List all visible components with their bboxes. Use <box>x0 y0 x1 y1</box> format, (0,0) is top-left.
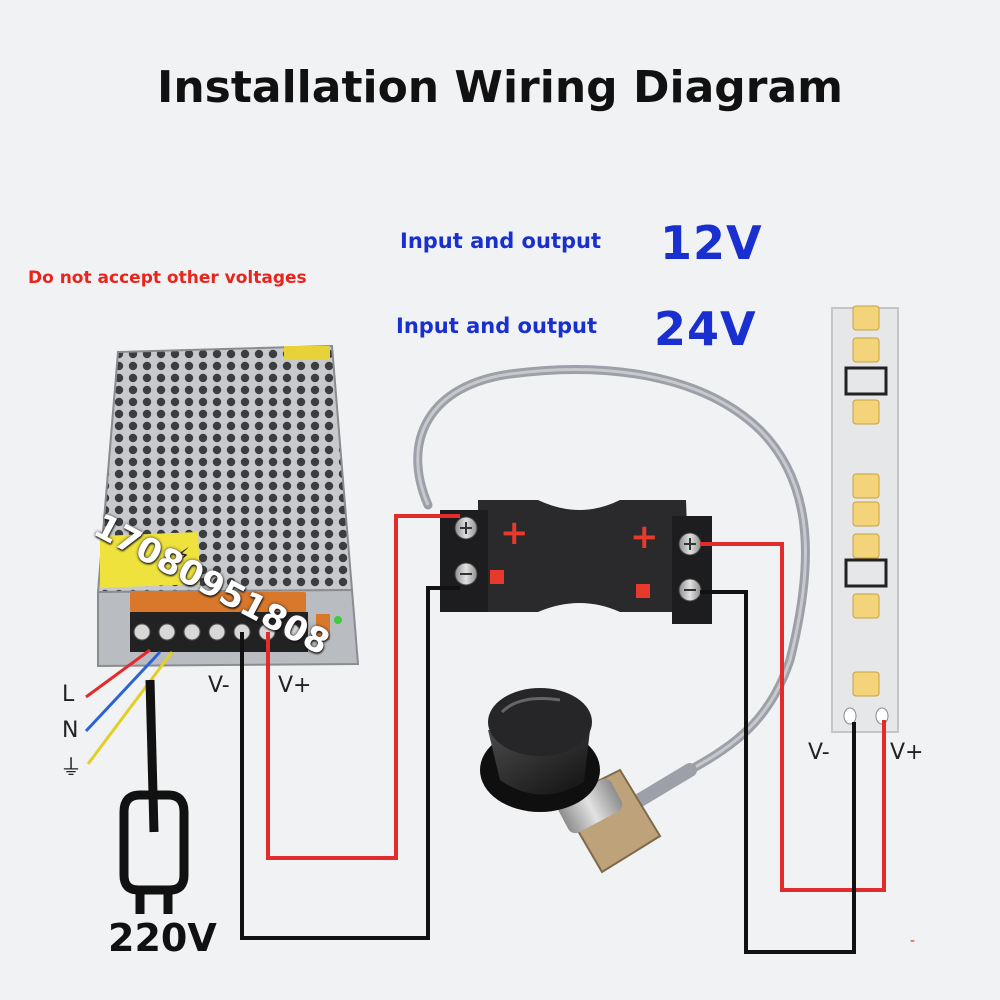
psu-terminal-screw <box>208 623 226 641</box>
neutral-wire <box>84 650 162 733</box>
psu-power-led-icon <box>334 616 342 624</box>
psu-v-minus-label: V- <box>208 673 230 698</box>
neutral-label: N <box>62 718 79 743</box>
psu-terminal-screws <box>133 623 301 641</box>
output-plus-sign: + <box>630 517 659 557</box>
mains-plug-icon <box>119 790 189 914</box>
negative-wires <box>240 586 856 954</box>
potentiometer-cable-highlight <box>416 368 807 772</box>
psu-v-plus-label: V+ <box>278 673 312 698</box>
led-chip <box>852 337 880 363</box>
mains-cable <box>145 679 159 833</box>
psu-terminal-screw <box>133 623 151 641</box>
potentiometer-shaft <box>557 778 623 834</box>
led-chip <box>852 533 880 559</box>
plug-voltage-label: 220V <box>108 916 217 960</box>
voltage-warning: Do not accept other voltages <box>28 268 307 288</box>
controller-output-terminals <box>672 516 712 624</box>
led-pad-minus <box>843 707 857 725</box>
controller-to-led-positive <box>700 542 886 892</box>
ground-icon: ⏚ <box>60 756 83 781</box>
led-chip <box>852 671 880 697</box>
led-chip <box>852 593 880 619</box>
psu-adjust-pot <box>316 614 330 640</box>
potentiometer-knob <box>480 688 697 874</box>
led-v-plus-label: V+ <box>890 740 924 765</box>
dimmer-controller: + + <box>440 500 712 624</box>
psu-sticker <box>284 346 330 360</box>
led-v-minus-label: V- <box>808 740 830 765</box>
power-supply-unit: ⚡ <box>96 344 360 668</box>
led-chips <box>852 305 880 697</box>
psu-terminal-screw <box>283 623 301 641</box>
psu-terminal-cover <box>130 592 306 612</box>
output-minus-sign <box>636 584 650 598</box>
resistor-2 <box>844 558 888 588</box>
corner-mark: - <box>910 933 916 949</box>
mains-wires <box>84 648 174 833</box>
ground-wire <box>86 651 174 765</box>
led-chip <box>852 501 880 527</box>
psu-to-controller-negative <box>240 586 460 940</box>
voltage-12v: 12V <box>660 216 763 270</box>
page-title: Installation Wiring Diagram <box>156 62 844 113</box>
resistor-1 <box>844 366 888 396</box>
led-chip <box>852 305 880 331</box>
live-label: L <box>62 682 75 707</box>
voltage-24v: 24V <box>654 302 757 356</box>
led-chip <box>852 399 880 425</box>
psu-to-controller-positive <box>266 514 460 860</box>
io-label-12v: Input and output <box>400 229 601 253</box>
live-wire <box>85 648 151 699</box>
io-label-24v: Input and output <box>396 314 597 338</box>
warning-bolt-icon: ⚡ <box>176 543 190 567</box>
psu-terminal-screw <box>183 623 201 641</box>
led-chip <box>852 473 880 499</box>
psu-label-plate <box>100 532 200 588</box>
controller-to-led-negative <box>700 590 856 954</box>
led-strip <box>831 305 899 733</box>
input-plus-sign: + <box>500 513 529 553</box>
psu-terminal-screw <box>158 623 176 641</box>
positive-wires <box>266 514 886 892</box>
input-minus-sign <box>490 570 504 584</box>
